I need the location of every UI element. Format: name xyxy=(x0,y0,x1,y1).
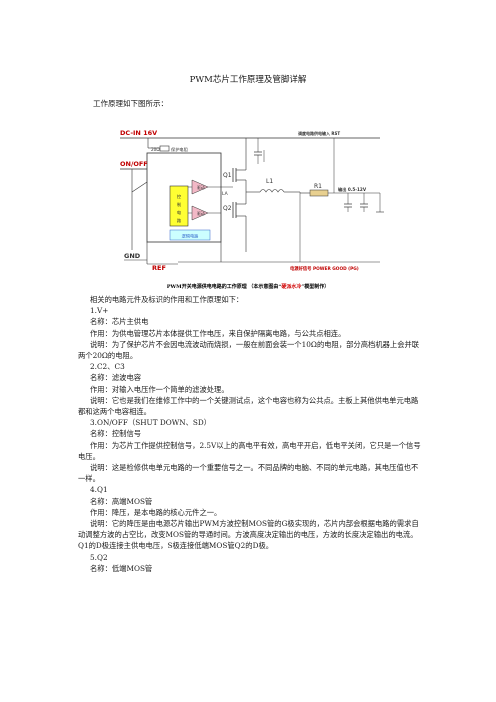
ref-label: REF xyxy=(152,264,166,272)
rst-label: 调度电路供电输入 RST xyxy=(298,130,340,136)
paragraph: 作用：为供电管理芯片本体提供工作电压，来自保护隔离电路，与公共点相连。 xyxy=(90,328,346,338)
paragraph: 名称：滤波电容 xyxy=(90,373,142,383)
paragraph: 3.ON/OFF（SHUT DOWN、SD） xyxy=(90,418,212,428)
caption-suffix: ”模型制作） xyxy=(301,284,330,290)
paragraph: 说明：这是检修供电单元电路的一个重要信号之一。不同品牌的电脑、不同的单元电路，其… xyxy=(78,463,419,484)
protect-resistor xyxy=(159,145,170,152)
resistor-r1 xyxy=(309,189,329,197)
res-value-label: 20Ω xyxy=(151,147,160,152)
gnd-label: GND xyxy=(124,252,141,260)
paragraph: 名称：控制信号 xyxy=(90,429,142,439)
dcin-label: DC-IN 16V xyxy=(120,129,157,137)
inductor-l1 xyxy=(259,189,285,193)
onoff-label: ON/OFF xyxy=(120,160,148,168)
paragraph: 5.Q2 xyxy=(90,552,108,562)
paragraph: 名称：芯片主供电 xyxy=(90,317,149,327)
r1-label: R1 xyxy=(314,183,322,190)
vout-label: 输出 0.5-12V xyxy=(338,186,367,193)
svg-text:控: 控 xyxy=(177,193,182,200)
logic-label: 逻辑电路 xyxy=(182,233,200,240)
page-title: PWM芯片工作原理及管脚详解 xyxy=(189,75,307,85)
svg-text:路: 路 xyxy=(177,217,182,224)
control-block xyxy=(169,185,189,227)
protect-label: 保护电阻 xyxy=(171,146,189,153)
paragraph: 4.Q1 xyxy=(90,485,108,495)
body-text: 相关的电路元件及标识的作用和工作原理如下： 1.V+ 名称：芯片主供电 作用：为… xyxy=(78,294,423,574)
svg-text:制: 制 xyxy=(177,201,181,208)
q1-label: Q1 xyxy=(223,172,232,179)
caption-highlight: 硬派水冷 xyxy=(281,284,302,290)
caption-text: PWM开关电源供电电路的工作原理 （本示意图由“ xyxy=(166,284,282,290)
paragraph: 说明：它的降压是由电源芯片输出PWM方波控制MOS管的G极实现的，芯片内部会根据… xyxy=(78,519,419,551)
q2-label: Q2 xyxy=(223,205,232,212)
circuit-diagram: DC-IN 16V 调度电路供电输入 RST 20Ω 保护电阻 ON/OFF 控… xyxy=(120,129,384,272)
paragraph: 说明：为了保护芯片不会因电流波动而烧损，一般在前面会装一个10Ω的电阻，部分高档… xyxy=(78,339,420,361)
paragraph: 作用：降压，是本电路的核心元件之一。 xyxy=(90,507,222,517)
paragraph: 2.C2、C3 xyxy=(90,362,125,372)
paragraph: 作用：为芯片工作提供控制信号，2.5V以上的高电平有效，高电平开启，低电平关闭，… xyxy=(78,440,421,461)
paragraph: 名称：高端MOS管 xyxy=(90,496,153,506)
paragraph: 说明：它也是我们在维修工作中的一个关键测试点，这个电容也称为公共点。主板上其他供… xyxy=(78,395,419,417)
paragraph: 作用：对输入电压作一个简单的滤波处理。 xyxy=(90,384,229,394)
la-label: LA xyxy=(222,191,229,197)
intro-text: 工作原理如下图所示： xyxy=(93,99,168,108)
ic-outline xyxy=(146,152,222,243)
paragraph: 名称：低端MOS管 xyxy=(90,563,153,573)
svg-text:电: 电 xyxy=(177,209,182,215)
pg-label: 电源好信号 POWER GOOD (PG) xyxy=(290,265,359,272)
diagram-caption: PWM开关电源供电电路的工作原理 （本示意图由“硬派水冷”模型制作） xyxy=(0,283,496,290)
paragraph: 1.V+ xyxy=(90,306,109,316)
driver-1-label: 驱动 xyxy=(197,185,205,190)
l1-label: L1 xyxy=(266,178,273,185)
paragraph: 相关的电路元件及标识的作用和工作原理如下： xyxy=(90,295,244,304)
logic-block xyxy=(169,229,211,241)
driver-2-label: 驱动 xyxy=(197,211,205,216)
